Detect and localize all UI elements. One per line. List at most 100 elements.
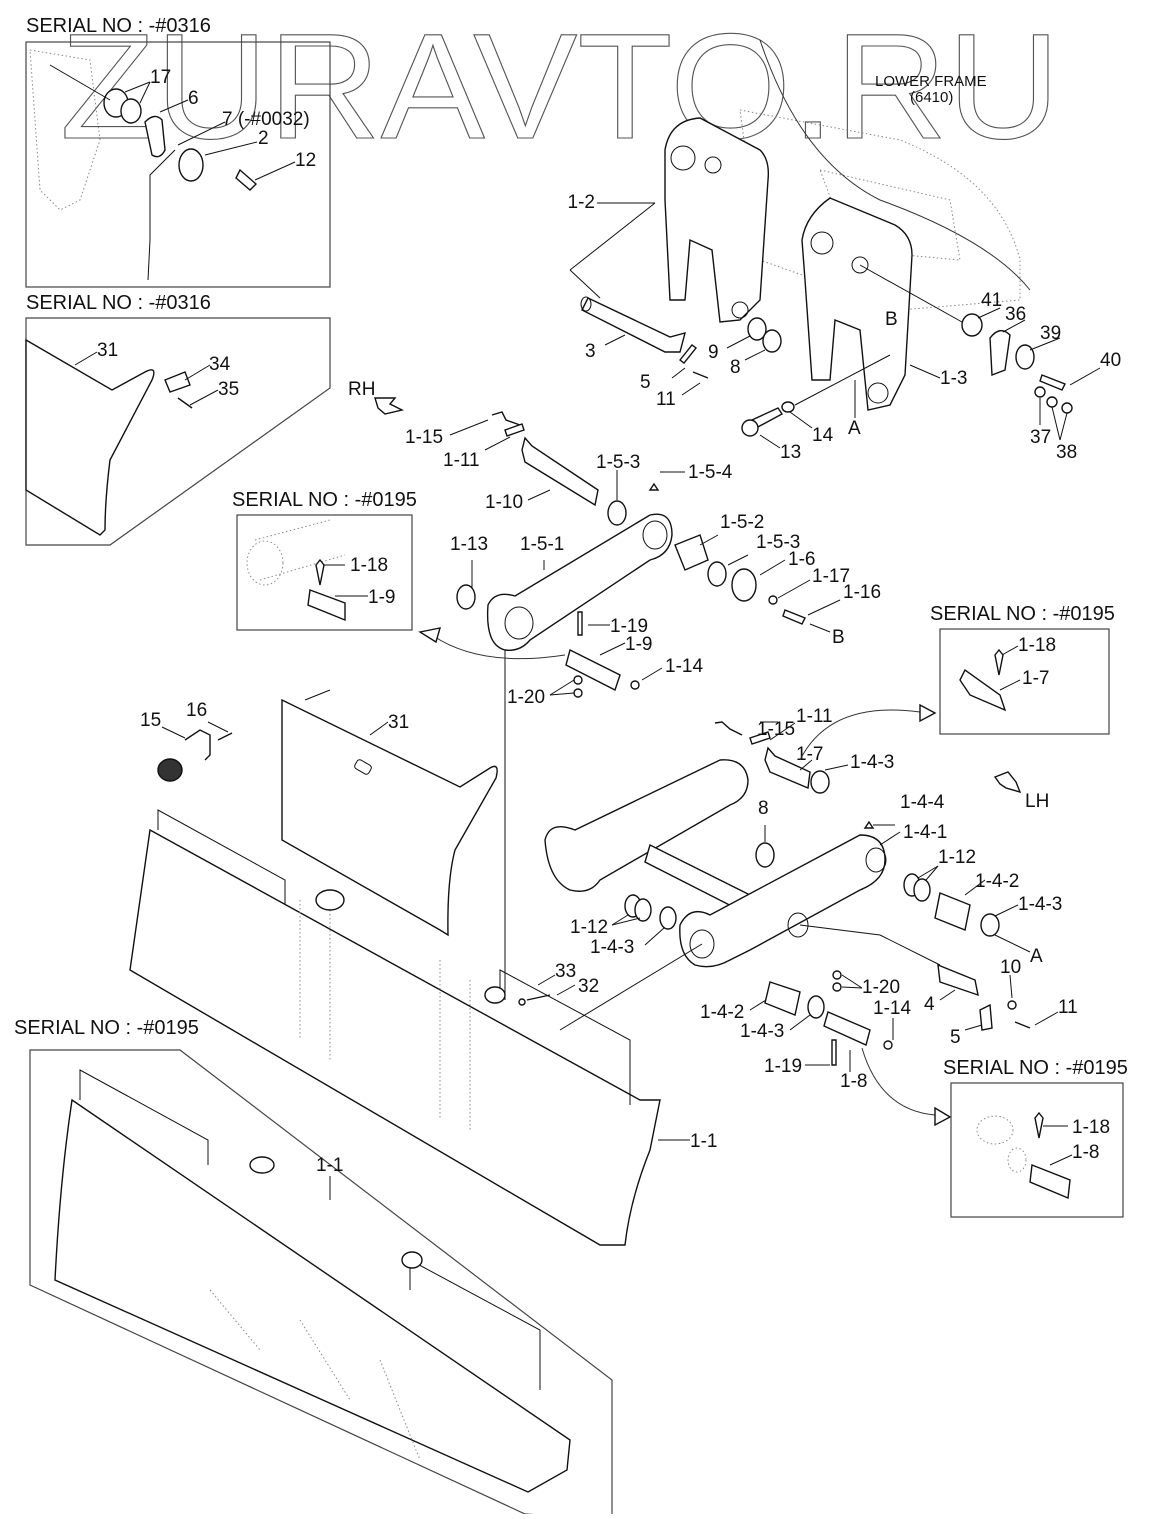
bolt-13-washer-14: 14 13 B A [741,309,898,463]
inset-top-left: SERIAL NO : -#0316 17 6 7 (-#0032) 2 12 [25,15,331,288]
callout-14: 14 [812,425,834,446]
side-plate-31-main: 31 [281,689,498,937]
lock-plate-5b [979,1003,993,1031]
inset-frame [25,317,331,546]
inset-frame [939,628,1110,735]
handle-15 [184,729,211,761]
callout-1-8: 1-8 [840,1071,867,1092]
callout-1-4-2: 1-4-2 [975,871,1019,892]
callout-1-19: 1-19 [610,616,648,637]
callout-7: 7 (-#0032) [222,109,310,130]
pin-1-9 [565,648,621,691]
bracket-1-3: 1-3 [801,197,967,411]
callout-1-4-4: 1-4-4 [900,792,945,813]
inset-frame [25,41,331,288]
callout-3: 3 [585,341,596,362]
inset-bottom-right-pin: SERIAL NO : -#0195 1-18 1-8 [943,1057,1128,1218]
lower-frame-title: LOWER FRAME [875,73,987,90]
callout-9: 9 [708,342,719,363]
lh-arm-assembly: 1-15 1-11 1-7 1-4-3 1-4-4 8 1-4-1 1-12 1… [518,703,1078,1127]
washer-33 [518,998,526,1006]
rh-arm-assembly: 1-15 1-11 1-10 1-5-3 1-5-4 1-5-2 1-5-3 1… [405,411,881,1000]
callout-1-11: 1-11 [443,450,480,471]
callout-41: 41 [981,290,1002,311]
callout-1-10: 1-10 [485,492,523,513]
serial-label: SERIAL NO : -#0195 [943,1057,1128,1079]
handle-15-knob-16: 15 16 [140,700,233,782]
callout-1-14: 1-14 [665,656,703,677]
callout-1-4-3: 1-4-3 [1018,894,1062,915]
nut-38b [1061,402,1073,414]
callout-B-upper: B [885,309,898,330]
callout-16: 16 [186,700,207,721]
shim-8 [762,329,782,353]
callout-1-5-1: 1-5-1 [520,534,564,555]
bolt-11b [1014,1021,1031,1029]
rh-label: RH [348,379,375,400]
nut-1-20a [573,675,583,685]
plate-36 [989,330,1011,376]
inset-rh-pin: SERIAL NO : -#0195 1-18 1-9 [232,489,417,631]
callout-1-4-3: 1-4-3 [850,752,894,773]
callout-11: 11 [1058,997,1078,1018]
callout-1-15: 1-15 [405,427,443,448]
lock-plate-5 [679,344,697,364]
lh-direction-indicator: LH [993,771,1049,812]
callout-A-upper: A [848,418,861,439]
o-ring-17b [120,98,142,124]
right-fasteners: 41 36 39 40 37 38 [859,264,1121,463]
callout-8: 8 [758,798,769,819]
callout-1-2: 1-2 [568,192,595,213]
pin-1-7-detail [959,668,1007,712]
bolt-1-19a [577,611,583,636]
callout-1-5-3: 1-5-3 [596,452,640,473]
lh-label: LH [1025,791,1049,812]
callout-35: 35 [218,379,239,400]
callout-1-20: 1-20 [862,977,900,998]
washer-2 [178,148,204,182]
callout-31: 31 [388,712,409,733]
callout-1-8: 1-8 [1072,1142,1099,1163]
callout-1-6: 1-6 [788,549,815,570]
ring-1-4-3a [810,770,830,794]
bracket-1-2: 1-2 [568,117,770,323]
callout-5: 5 [640,372,651,393]
callout-5: 5 [950,1027,961,1048]
grease-nipple-1-5-4 [648,482,660,491]
callout-1-18: 1-18 [1018,635,1056,656]
callout-13: 13 [780,442,801,463]
callout-1-1: 1-1 [690,1131,717,1152]
callout-B-lower: B [832,627,845,648]
bolt-1-16 [782,609,806,625]
callout-11: 11 [656,389,676,410]
bolt-12 [235,168,258,191]
pin-1-10 [521,436,599,507]
callout-1-14: 1-14 [873,998,911,1019]
bolt-32 [526,994,551,1001]
washer-39 [1015,344,1035,370]
bolt-1-15b [714,721,743,736]
bolt-11 [692,371,709,379]
inset-frame [950,1082,1124,1218]
bolt-40 [1039,374,1066,391]
pin-3: 3 [569,202,686,362]
callout-1-11: 1-11 [796,706,833,727]
ref-arrow-right [799,709,921,761]
callout-1-7: 1-7 [1022,668,1049,689]
callout-1-15: 1-15 [757,719,795,740]
callout-1-18: 1-18 [350,555,388,576]
callout-31: 31 [97,340,118,361]
plate-1-11b [749,731,771,745]
ref-arrow-rh [431,634,566,660]
pin-1-7 [764,746,811,790]
wing-bolt-16 [217,732,233,741]
callout-1-5-4: 1-5-4 [688,462,733,483]
ring-1-4-3b [980,913,1000,937]
callout-1-1: 1-1 [316,1155,343,1176]
ref-arrowhead-right [919,703,937,723]
bushing-1-5-2 [674,534,709,571]
cotter-1-18 [994,648,1004,676]
callout-12: 12 [295,150,316,171]
rh-direction-indicator: RH [348,379,405,415]
